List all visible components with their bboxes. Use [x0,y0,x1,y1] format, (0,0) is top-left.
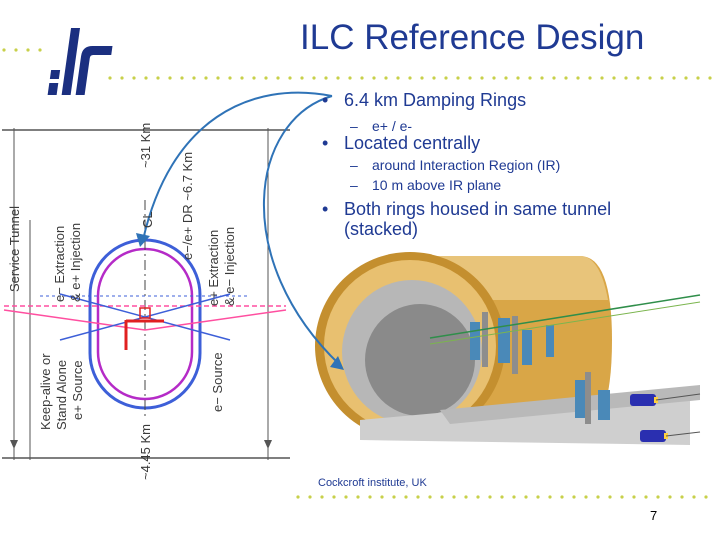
bullet-2-text: Located centrally [344,133,481,153]
bullet-2-sub-2: –10 m above IR plane [350,177,501,193]
label-dr-size: e−/e+ DR ~6.7 Km [180,152,195,260]
label-keep-alive-1: Keep-alive or [38,353,53,430]
sub-mark: – [350,157,358,173]
callout-arrows [142,91,341,366]
bullet-2-sub-1-text: around Interaction Region (IR) [372,157,561,173]
label-length-bottom: ~4.45 Km [138,424,153,480]
label-e-source: e− Source [210,352,225,412]
label-left-injection: & e+ Injection [68,223,83,302]
sub-mark: – [350,118,358,134]
photo-credit: Cockcroft institute, UK [318,477,427,489]
dotted-rule-top [2,48,712,80]
tunnel-cutaway-render [310,242,710,492]
bullet-1-sub-1-text: e+ / e- [372,118,413,134]
bullet-3-line2: (stacked) [344,219,418,240]
arrowhead-ring [136,233,150,247]
bullet-mark: • [322,199,329,219]
sub-mark: – [350,177,358,193]
bullet-2-sub-1: –around Interaction Region (IR) [350,157,560,173]
bullet-3-text-line1: Both rings housed in same tunnel [344,199,612,219]
bullet-3: • Both rings housed in same tunnel [322,199,611,220]
bullet-1: • 6.4 km Damping Rings [322,90,526,111]
slide-title: ILC Reference Design [300,18,645,57]
label-right-extraction: e+ Extraction [206,230,221,306]
label-centerline: CL [140,211,155,228]
page-number: 7 [650,508,658,523]
bullet-2-sub-2-text: 10 m above IR plane [372,177,502,193]
bullet-1-sub-1: –e+ / e- [350,118,412,134]
label-right-injection: & e− Injection [222,227,237,306]
bullet-mark: • [322,133,329,153]
arrowhead-tunnel [330,356,344,370]
label-length-top: ~31 Km [138,123,153,168]
label-keep-alive-2: Stand Alone [54,360,69,430]
bullet-1-text: 6.4 km Damping Rings [344,90,527,110]
label-left-extraction: e− Extraction [52,226,67,302]
label-keep-alive-3: e+ Source [70,360,85,420]
bullet-2: • Located centrally [322,133,480,154]
label-service-tunnel: Service Tunnel [7,206,22,292]
bullet-3-text-line2: (stacked) [344,219,419,239]
damping-ring-layout [2,95,292,505]
bullet-mark: • [322,90,329,110]
